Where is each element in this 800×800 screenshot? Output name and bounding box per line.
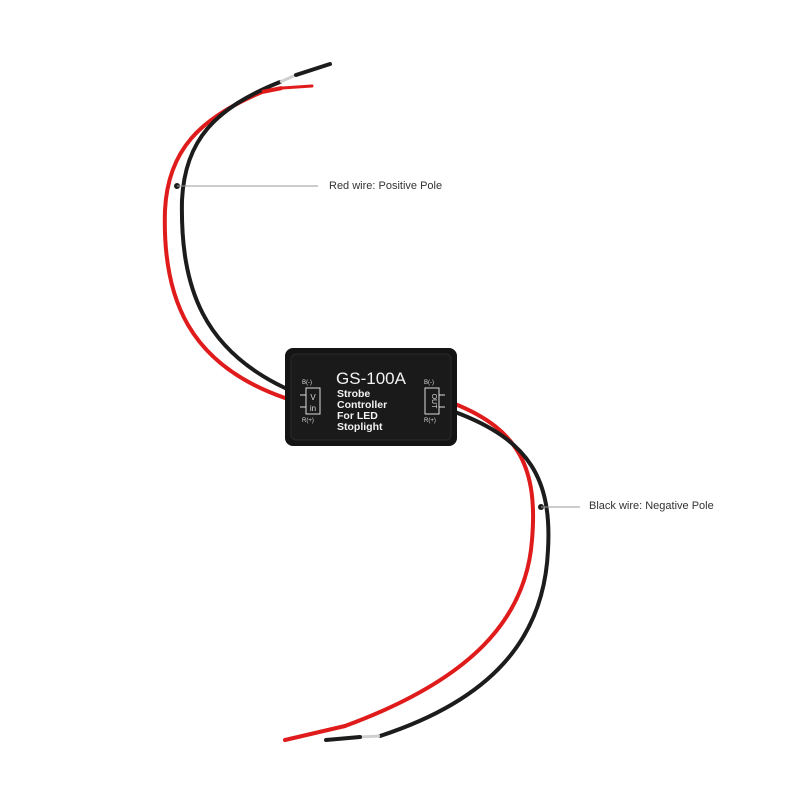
left-terminal-frame [305,387,321,415]
right-terminal-out-label: OUT [430,394,437,410]
black-wire-callout [538,504,580,510]
module-face [290,353,452,441]
module-desc-line4: Stoplight [337,421,383,433]
black-wire-callout-label: Black wire: Negative Pole [589,500,714,512]
module-model-label: GS-100A [336,369,407,388]
right-terminal-bottom-label: R(+) [424,418,436,424]
left-terminal-label-in: in [310,404,316,413]
module-desc-line2: Controller [337,399,387,411]
left-terminal-block: B(-) V in R(+) [300,380,321,424]
upper-red-wire-copper [280,84,314,90]
strobe-controller-module: GS-100A Strobe Controller For LED Stopli… [285,348,457,446]
lower-black-wire [378,410,551,738]
upper-wire-pair [162,62,332,400]
lower-red-wire [343,402,536,728]
left-terminal-top-label: B(-) [302,380,312,386]
right-terminal-top-label: B(-) [424,380,434,386]
lower-black-wire-end [324,735,362,742]
module-desc-line3: For LED [337,410,378,422]
lower-black-wire-copper [359,734,381,739]
right-terminal-block: B(-) OUT R(+) [424,380,445,424]
upper-black-wire-copper [279,73,297,84]
upper-black-wire [179,80,287,390]
red-wire-callout-label: Red wire: Positive Pole [329,180,443,192]
upper-red-wire [162,90,287,400]
right-terminal-frame [424,387,440,415]
left-terminal-bottom-label: R(+) [302,418,314,424]
left-terminal-label-v: V [310,393,316,402]
lower-red-wire-end [283,724,347,742]
red-wire-callout [174,183,318,189]
upper-black-wire-end [294,62,332,77]
lower-wire-pair [283,402,551,742]
module-desc-line1: Strobe [337,388,370,400]
upper-red-wire-end [261,86,283,94]
